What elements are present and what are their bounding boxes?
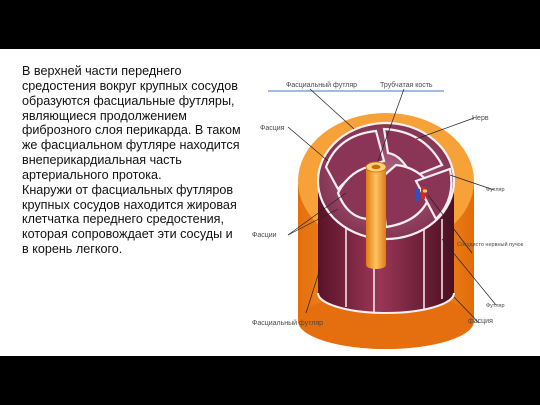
- neurovascular-bundle: [416, 187, 428, 201]
- muscle-compartments: [324, 127, 453, 229]
- label-fascia-bottom: фасция: [468, 318, 493, 325]
- leader-lines: [287, 88, 497, 324]
- fascial-sheaths-diagram: Фасциальный футляр Трубчатая кость Фасци…: [246, 69, 528, 353]
- label-neurovascular-line: Сосудисто нервный пучок: [457, 241, 524, 248]
- label-fasciae-left: Фасции: [252, 232, 277, 239]
- label-fascial-sheath-bottom: Фасциальный футляр: [252, 319, 323, 327]
- tubular-bone: [365, 161, 387, 269]
- label-nerve: Нерв: [472, 115, 489, 122]
- label-fascial-sheath-top: Фасциальный футляр: [286, 81, 357, 89]
- label-sheath-lower-right: Футляр: [486, 303, 505, 309]
- label-fascia-left: Фасция: [260, 125, 285, 132]
- label-neurovascular-bundle: Сосудисто нервный пучок: [457, 241, 524, 248]
- label-sheath-right: Футляр: [486, 187, 505, 193]
- label-tubular-bone: Трубчатая кость: [380, 81, 433, 89]
- slide: В верхней части переднего средостения во…: [0, 49, 540, 356]
- slide-body-text: В верхней части переднего средостения во…: [22, 64, 241, 257]
- diagram-svg: Фасциальный футляр Трубчатая кость Фасци…: [252, 81, 524, 349]
